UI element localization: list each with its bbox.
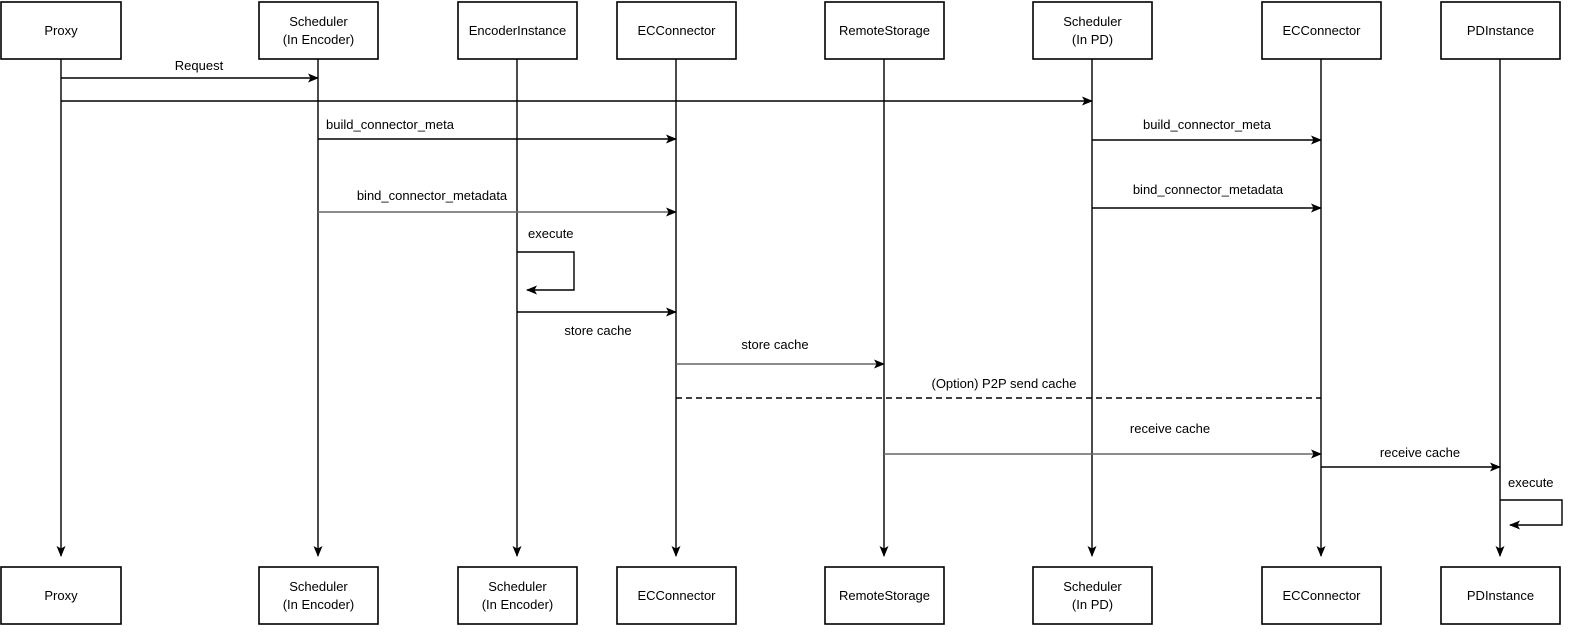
message-label: Request [175, 58, 224, 73]
participant-box-frame [258, 1, 379, 60]
participant-box-scheduler-encoder-top[interactable]: Scheduler (In Encoder) [258, 1, 379, 60]
participant-label-line2: (In Encoder) [482, 597, 554, 612]
participant-box-scheduler-encoder-bottom[interactable]: Scheduler (In Encoder) [258, 566, 379, 625]
participant-box-ecconnector-encoder-top[interactable]: ECConnector [616, 1, 737, 60]
participant-box-remote-storage-bottom[interactable]: RemoteStorage [824, 566, 945, 625]
message-store-cache-remote[interactable]: store cache [676, 337, 885, 369]
participant-box-pd-instance-bottom[interactable]: PDInstance [1440, 566, 1561, 625]
participant-box-frame [1261, 566, 1382, 625]
participant-box-encoder-instance-bottom[interactable]: Scheduler (In Encoder) [457, 566, 578, 625]
participant-box-frame [1032, 566, 1153, 625]
participant-box-frame [1261, 1, 1382, 60]
participant-box-frame [1032, 1, 1153, 60]
self-message-path [1500, 499, 1563, 530]
participant-label-line1: PDInstance [1467, 588, 1534, 603]
participant-label-line1: RemoteStorage [839, 23, 930, 38]
participant-label-line1: Proxy [44, 23, 78, 38]
message-store-cache-encoder[interactable]: store cache [517, 307, 677, 338]
message-receive-cache-remote-to-ec[interactable]: receive cache [884, 421, 1322, 459]
message-label: bind_connector_metadata [1133, 182, 1284, 197]
message-label: build_connector_meta [1143, 117, 1272, 132]
participant-box-proxy-top[interactable]: Proxy [0, 1, 122, 60]
self-message-execute-pd[interactable]: execute [1500, 475, 1563, 530]
participant-label-line1: ECConnector [1282, 23, 1361, 38]
participant-box-frame [457, 1, 578, 60]
participant-box-frame [616, 566, 737, 625]
message-p2p-send-cache[interactable]: (Option) P2P send cache [676, 376, 1321, 399]
participant-box-ecconnector-pd-top[interactable]: ECConnector [1261, 1, 1382, 60]
participant-box-pd-instance-top[interactable]: PDInstance [1440, 1, 1561, 60]
lifelines-group [56, 59, 1505, 557]
participant-box-scheduler-pd-bottom[interactable]: Scheduler (In PD) [1032, 566, 1153, 625]
participant-box-frame [258, 566, 379, 625]
participant-label-line1: Scheduler [488, 579, 547, 594]
participant-box-frame [1440, 566, 1561, 625]
self-message-path [517, 251, 575, 295]
participant-label-line1: RemoteStorage [839, 588, 930, 603]
participant-box-scheduler-pd-top[interactable]: Scheduler (In PD) [1032, 1, 1153, 60]
participant-label-line1: Scheduler [1063, 14, 1122, 29]
participant-label-line1: ECConnector [637, 23, 716, 38]
participant-label-line1: ECConnector [1282, 588, 1361, 603]
participant-label-line1: Proxy [44, 588, 78, 603]
participant-label-line1: Scheduler [1063, 579, 1122, 594]
message-build-connector-meta-pd[interactable]: build_connector_meta [1092, 117, 1322, 145]
participant-box-frame [0, 566, 122, 625]
message-label: receive cache [1130, 421, 1210, 436]
message-label: build_connector_meta [326, 117, 455, 132]
message-bind-connector-metadata-encoder[interactable]: bind_connector_metadata [318, 188, 677, 217]
participant-label-line1: ECConnector [637, 588, 716, 603]
message-label: (Option) P2P send cache [931, 376, 1076, 391]
participant-box-frame [0, 1, 122, 60]
message-receive-cache-ec-to-pd[interactable]: receive cache [1321, 445, 1501, 472]
participant-label-line2: (In PD) [1072, 32, 1113, 47]
messages-group: Request build_connector_meta build_connect… [61, 58, 1501, 472]
participant-label-line1: Scheduler [289, 579, 348, 594]
participant-box-ecconnector-pd-bottom[interactable]: ECConnector [1261, 566, 1382, 625]
message-label: store cache [564, 323, 631, 338]
message-request[interactable]: Request [61, 58, 319, 83]
participant-label-line2: (In Encoder) [283, 32, 355, 47]
message-label: receive cache [1380, 445, 1460, 460]
participant-box-frame [457, 566, 578, 625]
participant-box-encoder-instance-top[interactable]: EncoderInstance [457, 1, 578, 60]
participant-box-remote-storage-top[interactable]: RemoteStorage [824, 1, 945, 60]
self-messages-group: execute execute [517, 226, 1563, 530]
participant-box-frame [616, 1, 737, 60]
participant-label-line1: PDInstance [1467, 23, 1534, 38]
self-message-label: execute [1508, 475, 1554, 490]
participant-box-proxy-bottom[interactable]: Proxy [0, 566, 122, 625]
self-message-label: execute [528, 226, 574, 241]
participant-box-ecconnector-encoder-bottom[interactable]: ECConnector [616, 566, 737, 625]
participant-label-line2: (In PD) [1072, 597, 1113, 612]
self-message-execute-encoder[interactable]: execute [517, 226, 575, 295]
participant-box-frame [824, 566, 945, 625]
message-bind-connector-metadata-pd[interactable]: bind_connector_metadata [1092, 182, 1322, 213]
message-label: bind_connector_metadata [357, 188, 508, 203]
participant-label-line1: EncoderInstance [469, 23, 567, 38]
participant-label-line1: Scheduler [289, 14, 348, 29]
participant-box-frame [1440, 1, 1561, 60]
participant-box-frame [824, 1, 945, 60]
message-label: store cache [741, 337, 808, 352]
participant-label-line2: (In Encoder) [283, 597, 355, 612]
message-build-connector-meta-encoder[interactable]: build_connector_meta [318, 117, 677, 144]
